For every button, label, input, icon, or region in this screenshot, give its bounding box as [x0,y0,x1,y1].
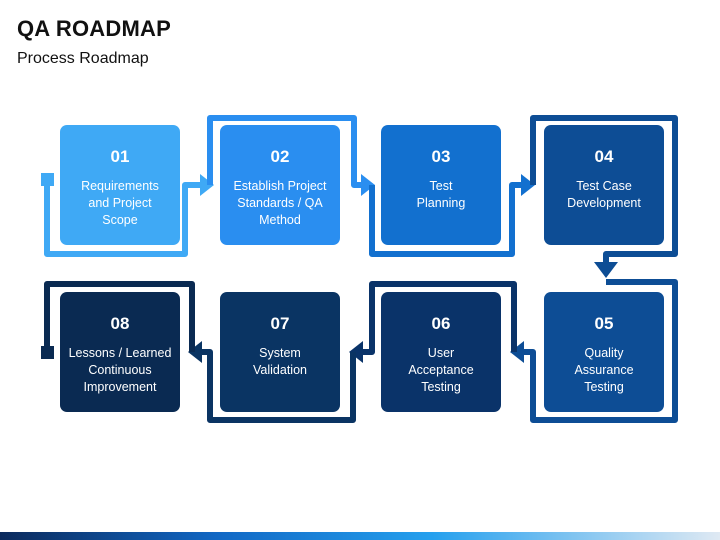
step-05-card: 05 Quality Assurance Testing [544,292,664,412]
connector-step-05 [524,279,678,423]
step-label: Lessons / Learned Continuous Improvement [68,346,172,394]
arrow-to-step-05 [594,262,618,278]
step-number: 07 [270,314,290,333]
step-07-card: 07 System Validation [220,292,340,412]
step-label: User Acceptance Testing [408,346,474,394]
footer-gradient-bar [0,532,720,540]
arrow-to-step-04 [521,174,535,196]
step-number: 08 [110,314,130,333]
step-label: Test Case Development [567,179,641,210]
page-title: QA ROADMAP [17,16,171,41]
step-03-card: 03 Test Planning [381,125,501,245]
connector-step-03 [369,182,522,257]
step-02-card: 02 Establish Project Standards / QA Meth… [220,125,340,245]
arrow-to-step-03 [361,174,375,196]
connector-step-08 [44,281,195,352]
connector-step-04 [530,115,678,262]
step-01-card: 01 Requirements and Project Scope [60,125,180,245]
step-label: Test Planning [416,179,466,210]
step-number: 03 [431,147,451,166]
step-06-card: 06 User Acceptance Testing [381,292,501,412]
end-marker [41,346,54,359]
step-number: 01 [110,147,130,166]
step-label: Establish Project Standards / QA Method [233,179,327,227]
connector-step-01 [44,180,200,257]
page-subtitle: Process Roadmap [17,50,149,67]
step-number: 05 [594,314,614,333]
start-marker [41,173,54,186]
step-number: 06 [431,314,451,333]
step-number: 04 [594,147,614,166]
step-label: Requirements and Project Scope [81,179,159,227]
connector-step-06 [363,281,517,355]
step-number: 02 [270,147,290,166]
step-08-card: 08 Lessons / Learned Continuous Improvem… [60,292,180,412]
connector-step-02 [207,115,362,188]
step-04-card: 04 Test Case Development [544,125,664,245]
step-label: Quality Assurance Testing [574,346,634,394]
step-label: System Validation [253,346,307,377]
connector-step-07 [202,349,356,423]
